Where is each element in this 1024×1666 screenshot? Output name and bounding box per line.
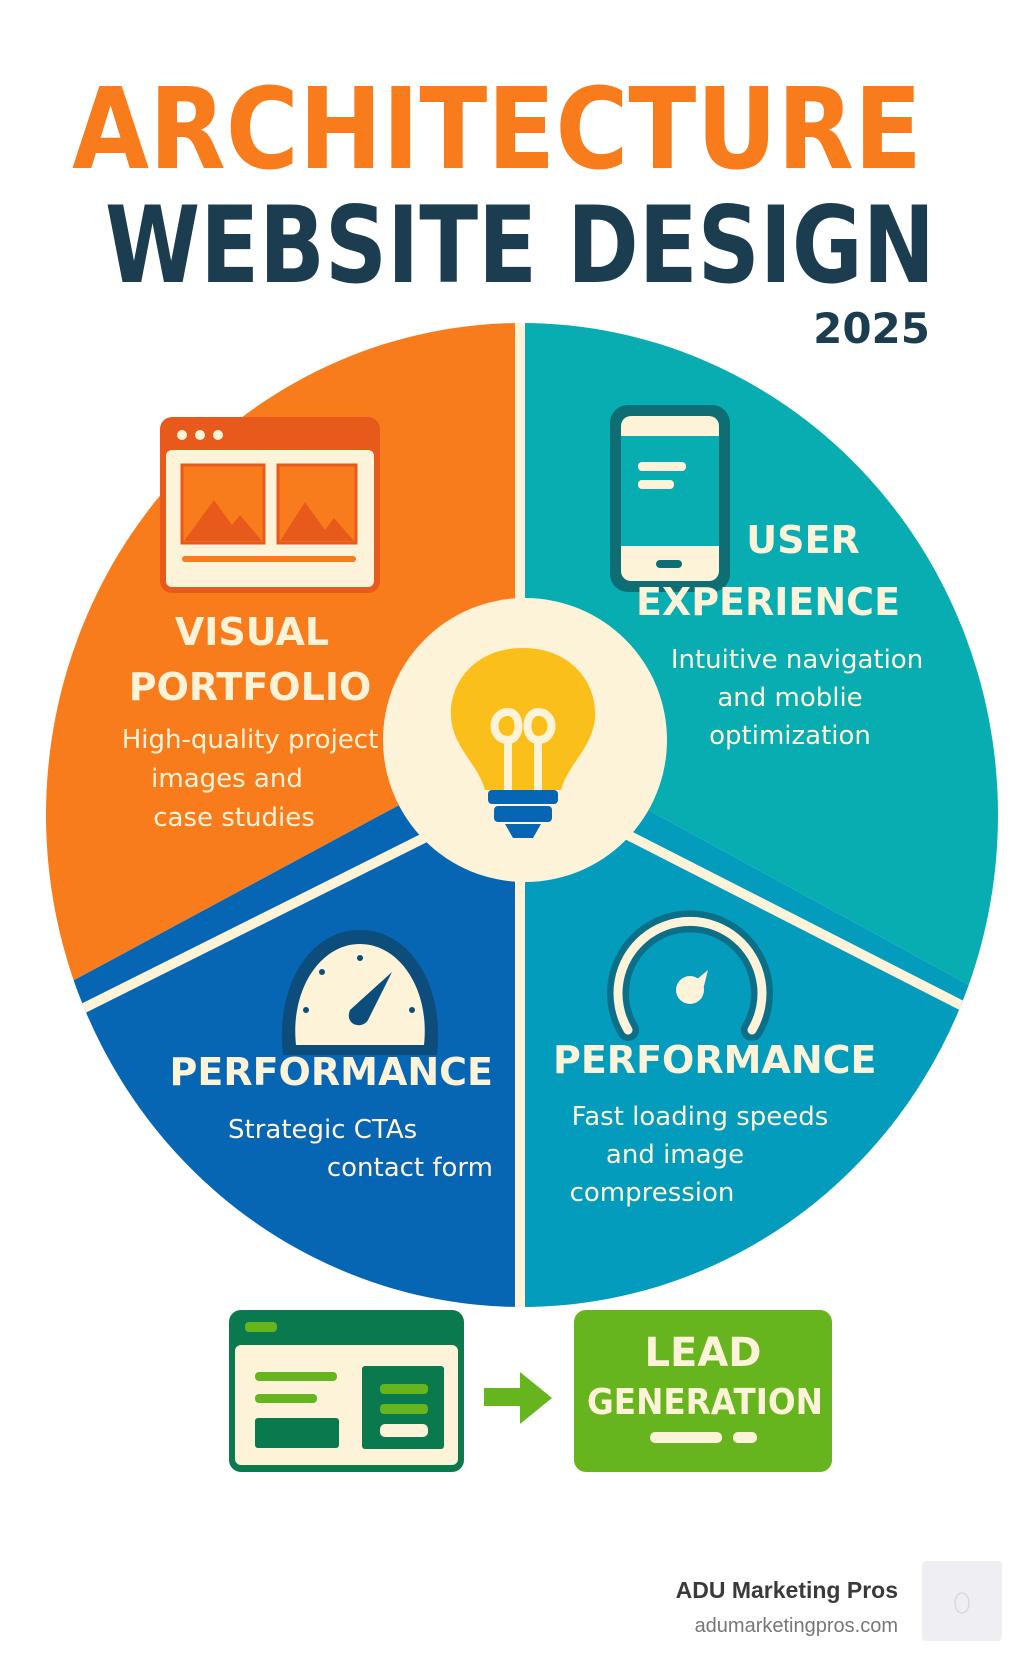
smartphone-icon [610, 405, 730, 592]
performance-left-desc-1: Strategic CTAs [228, 1115, 417, 1145]
lead-generation-line-1: LEAD [645, 1330, 762, 1376]
visual-portfolio-desc-2: images and [151, 764, 303, 794]
browser-gallery-icon [160, 417, 380, 593]
visual-portfolio-desc-3: case studies [153, 803, 315, 833]
visual-portfolio-desc-1: High-quality project [122, 725, 379, 755]
performance-left-desc-2: contact form [327, 1153, 493, 1183]
speedometer-icon [281, 930, 439, 1055]
arrow-right-icon [484, 1372, 552, 1424]
performance-left-title: PERFORMANCE [170, 1050, 493, 1094]
performance-right-title: PERFORMANCE [553, 1038, 876, 1082]
visual-portfolio-title-1: VISUAL [175, 610, 329, 654]
lead-generation-box: LEAD GENERATION [574, 1310, 832, 1472]
title-website-design: WEBSITE DESIGN [105, 184, 935, 307]
performance-right-desc-3: compression [570, 1178, 735, 1208]
user-experience-desc-3: optimization [709, 721, 871, 751]
title-architecture: ARCHITECTURE [72, 65, 922, 195]
performance-right-desc-1: Fast loading speeds [572, 1102, 829, 1132]
user-experience-title-2: EXPERIENCE [636, 580, 900, 624]
footer-logo [922, 1561, 1002, 1641]
year-label: 2025 [813, 304, 930, 353]
user-experience-title-1: USER [746, 518, 859, 562]
lightbulb-icon [450, 648, 596, 838]
user-experience-desc-2: and moblie [717, 683, 862, 713]
user-experience-desc-1: Intuitive navigation [671, 645, 923, 675]
web-form-icon [229, 1310, 464, 1472]
performance-right-desc-2: and image [606, 1140, 744, 1170]
footer-brand: ADU Marketing Pros [676, 1577, 898, 1603]
lead-generation-line-2: GENERATION [587, 1382, 823, 1423]
visual-portfolio-title-2: PORTFOLIO [129, 665, 372, 709]
gauge-arc-icon [607, 910, 773, 1041]
footer-url[interactable]: adumarketingpros.com [695, 1615, 898, 1637]
